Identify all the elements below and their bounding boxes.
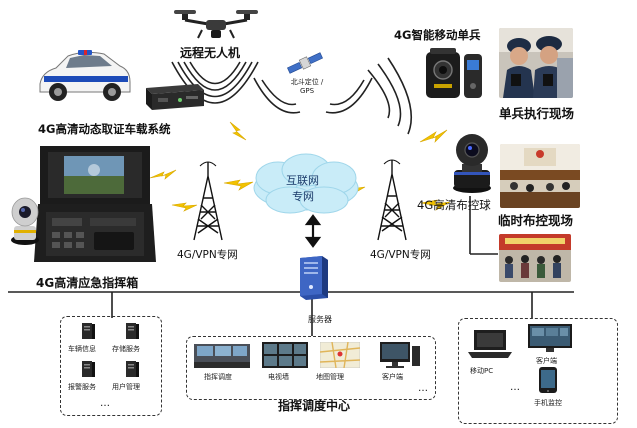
service-item: 车辆信息	[68, 322, 108, 356]
vehicle-system-label: 4G高清动态取证车载系统	[38, 122, 171, 136]
deploy-scene-label: 临时布控现场	[498, 213, 574, 228]
screen-label: 客户端	[382, 373, 403, 381]
server-tower-icon	[126, 323, 139, 339]
dome-camera-photo	[8, 196, 42, 246]
screen-item: 指挥调度	[192, 342, 252, 382]
server-tower-icon	[82, 323, 95, 339]
left-tower	[193, 161, 223, 241]
command-center-group	[186, 336, 436, 400]
cloud-label-1: 互联网	[286, 174, 319, 187]
services-ellipsis: …	[100, 398, 110, 409]
drone-label: 远程无人机	[180, 46, 241, 60]
service-item: 用户管理	[112, 360, 156, 394]
cloud-label-2: 专网	[292, 190, 314, 203]
police-car-photo	[34, 44, 134, 106]
center-ellipsis: …	[418, 383, 428, 394]
phone-icon	[539, 367, 557, 393]
drone-signal-arcs	[171, 61, 259, 104]
service-label: 存储服务	[112, 345, 140, 353]
satellite-icon	[286, 52, 324, 74]
vehicle-dvr-photo	[140, 78, 206, 112]
bodycam-signal-arcs	[367, 57, 413, 135]
courtroom-photo	[500, 144, 580, 208]
clients-ellipsis: …	[510, 382, 520, 393]
server-label: 服务器	[308, 315, 332, 324]
service-item: 存储服务	[112, 322, 156, 356]
monitor-icon	[380, 342, 420, 368]
command-case-photo	[34, 140, 156, 266]
service-label: 用户管理	[112, 383, 140, 391]
client-label: 客户端	[536, 357, 557, 365]
vpn-right-label: 4G/VPN专网	[370, 249, 431, 261]
monitor-icon	[528, 324, 572, 352]
ptz-label: 4G高清布控球	[417, 198, 491, 212]
screen-label: 指挥调度	[204, 373, 232, 381]
right-tower	[377, 159, 407, 241]
clients-group	[458, 318, 618, 424]
soldier-scene-label: 单兵执行现场	[499, 106, 575, 121]
screen-item: 电视墙	[260, 342, 312, 382]
soldier-scene-photo	[499, 28, 573, 98]
dispatch-console-icon	[194, 344, 250, 368]
vpn-left-label: 4G/VPN专网	[177, 249, 238, 261]
command-center-label: 指挥调度中心	[278, 399, 351, 413]
body-camera-photo	[424, 46, 484, 102]
cloud-shape	[253, 153, 359, 214]
service-label: 车辆信息	[68, 345, 96, 353]
command-box-label: 4G高清应急指挥箱	[36, 276, 139, 290]
client-item: 移动PC	[466, 328, 516, 384]
server-tower-icon	[296, 254, 330, 300]
bodycam-label: 4G智能移动单兵	[394, 28, 481, 42]
map-icon	[320, 342, 360, 368]
satellite-label: 北斗定位 / GPS	[290, 78, 324, 95]
satellite-signal-arcs	[253, 77, 373, 114]
drone-icon	[168, 4, 264, 40]
client-label: 手机监控	[534, 399, 562, 407]
screen-label: 电视墙	[268, 373, 289, 381]
screen-label: 地图管理	[316, 373, 344, 381]
ptz-camera-photo	[450, 132, 494, 194]
video-wall-icon	[262, 342, 308, 368]
server-tower-icon	[82, 361, 95, 377]
crowd-scene-photo	[499, 234, 571, 282]
screen-item: 地图管理	[314, 342, 370, 382]
server-tower-icon	[126, 361, 139, 377]
services-group	[60, 316, 162, 416]
client-label: 移动PC	[470, 367, 494, 375]
service-label: 报警服务	[68, 383, 96, 391]
screen-item: 客户端	[376, 342, 430, 382]
client-item: 手机监控	[528, 366, 584, 416]
laptop-icon	[468, 330, 512, 358]
client-item: 客户端	[524, 322, 580, 370]
service-item: 报警服务	[68, 360, 108, 394]
cloud-server-arrow	[304, 214, 322, 248]
